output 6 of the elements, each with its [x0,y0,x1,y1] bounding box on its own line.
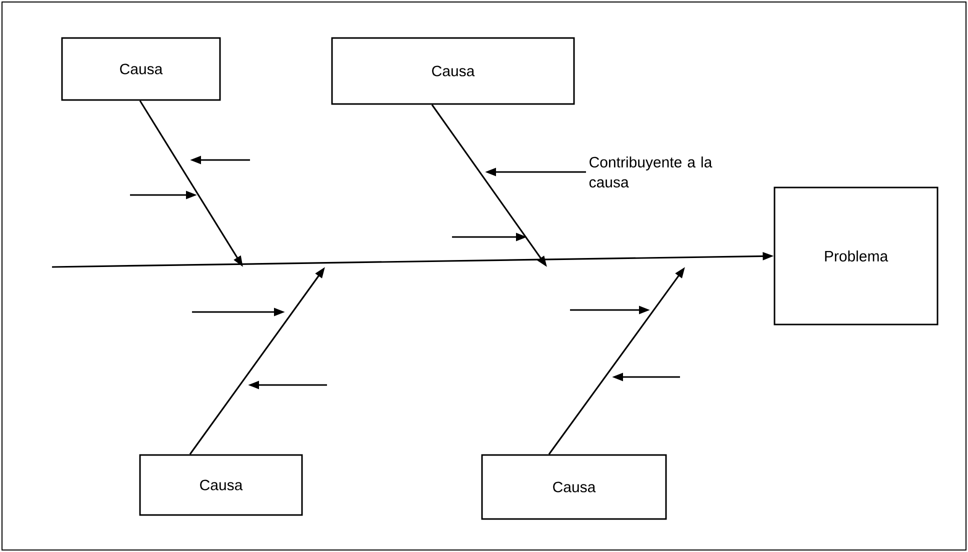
cause-box: Causa [481,454,667,520]
cause-box: Causa [331,37,575,105]
problem-box: Problema [774,186,938,326]
cause-box: Causa [61,37,221,101]
cause-box: Causa [139,454,303,516]
annotation-text: Contribuyente a la causa [589,156,712,188]
